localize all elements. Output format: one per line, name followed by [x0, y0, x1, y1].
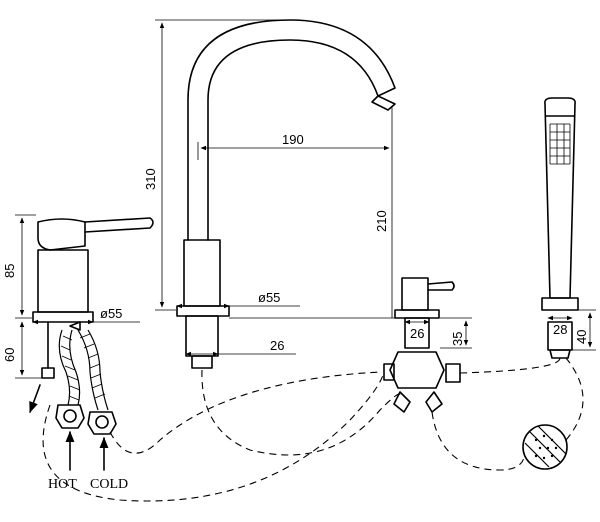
- mixer-arrows: [29, 384, 109, 471]
- dim-mixer-height: 85: [2, 264, 17, 278]
- spout: [176, 19, 396, 369]
- dim-holder-height: 40: [574, 330, 589, 344]
- cold-label: COLD: [90, 477, 128, 492]
- dim-diverter-height: 35: [450, 332, 465, 346]
- hot-label: HOT: [48, 477, 77, 492]
- dim-mixer-height-line: [15, 214, 36, 319]
- dim-spout-reach: 190: [282, 132, 304, 147]
- dim-mixer-diameter: ø55: [100, 306, 122, 321]
- dim-spout-height: 210: [374, 210, 389, 232]
- dim-holder-width: 28: [553, 322, 567, 337]
- dim-total-height: 310: [143, 168, 158, 190]
- shower-nozzle-grid: [549, 123, 571, 165]
- shower-head: [522, 424, 568, 470]
- dim-hose-length-line: [15, 321, 42, 379]
- dim-holder-height-line: [572, 309, 596, 351]
- dim-spout-reach-line: [197, 106, 393, 160]
- mixer-hoses: [41, 321, 117, 435]
- dim-spout-diameter: ø55: [258, 290, 280, 305]
- diverter-valve: [383, 277, 461, 413]
- dim-diverter-height-line: [440, 317, 472, 349]
- mixer-body: [32, 217, 154, 323]
- dim-spout-shank: 26: [270, 338, 284, 353]
- dim-total-height-line: [155, 19, 285, 311]
- dim-diverter-shank: 26: [410, 326, 424, 341]
- connection-hoses: [42, 357, 584, 502]
- hand-shower: [541, 97, 579, 359]
- dim-spout-height-line: [229, 160, 395, 319]
- dim-hose-length: 60: [2, 348, 17, 362]
